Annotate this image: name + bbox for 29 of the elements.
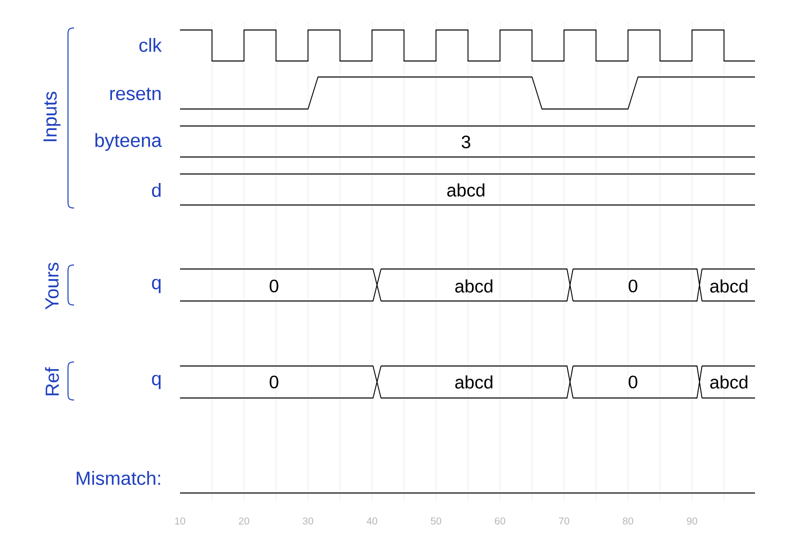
signal-name: resetn [110, 88, 161, 100]
group-label: Yours [45, 262, 59, 310]
group-label: Ref [45, 367, 59, 396]
bus-value: 0 [270, 280, 278, 292]
signal-name: q [152, 374, 161, 390]
bus-value: abcd [710, 279, 748, 293]
tick-label: 40 [366, 517, 378, 525]
signal-name: byteena [95, 133, 162, 151]
bus-value: abcd [455, 375, 492, 389]
bus-value: abcd [455, 279, 492, 293]
bus-value: abcd [710, 375, 748, 389]
tick-label: 70 [558, 517, 570, 525]
signal-name: d [152, 183, 161, 197]
group-label: Inputs [44, 92, 60, 142]
tick-label: 80 [622, 517, 634, 525]
tick-label: 60 [494, 517, 506, 525]
bus-value: 0 [628, 376, 638, 388]
tick-label: 10 [175, 517, 186, 525]
bus-value: 3 [462, 136, 470, 148]
signal-name: clk [139, 38, 162, 52]
signal-name: q [152, 278, 161, 294]
bus-value: abcd [447, 183, 484, 197]
bus-value: 0 [628, 280, 638, 292]
tick-label: 50 [430, 517, 442, 525]
tick-label: 90 [686, 517, 698, 525]
bus-value: 0 [270, 376, 278, 388]
signal-name: Mismatch: [76, 471, 160, 485]
tick-label: 20 [238, 517, 250, 525]
tick-label: 30 [302, 517, 314, 525]
